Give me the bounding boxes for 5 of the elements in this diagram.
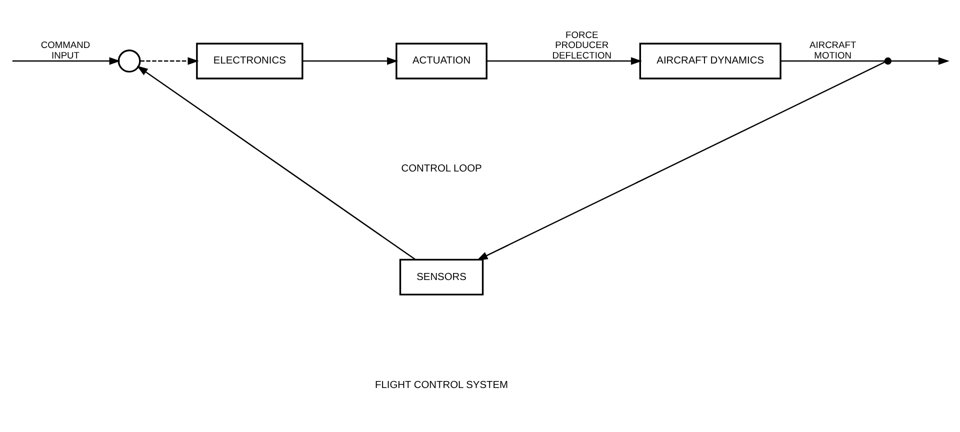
edge-label: FORCE PRODUCER DEFLECTION bbox=[552, 29, 612, 60]
edge-label: COMMAND INPUT bbox=[40, 40, 90, 60]
edge-label: AIRCRAFT MOTION bbox=[809, 40, 856, 60]
label: CONTROL LOOP bbox=[401, 163, 482, 174]
label: FLIGHT CONTROL SYSTEM bbox=[374, 379, 508, 390]
